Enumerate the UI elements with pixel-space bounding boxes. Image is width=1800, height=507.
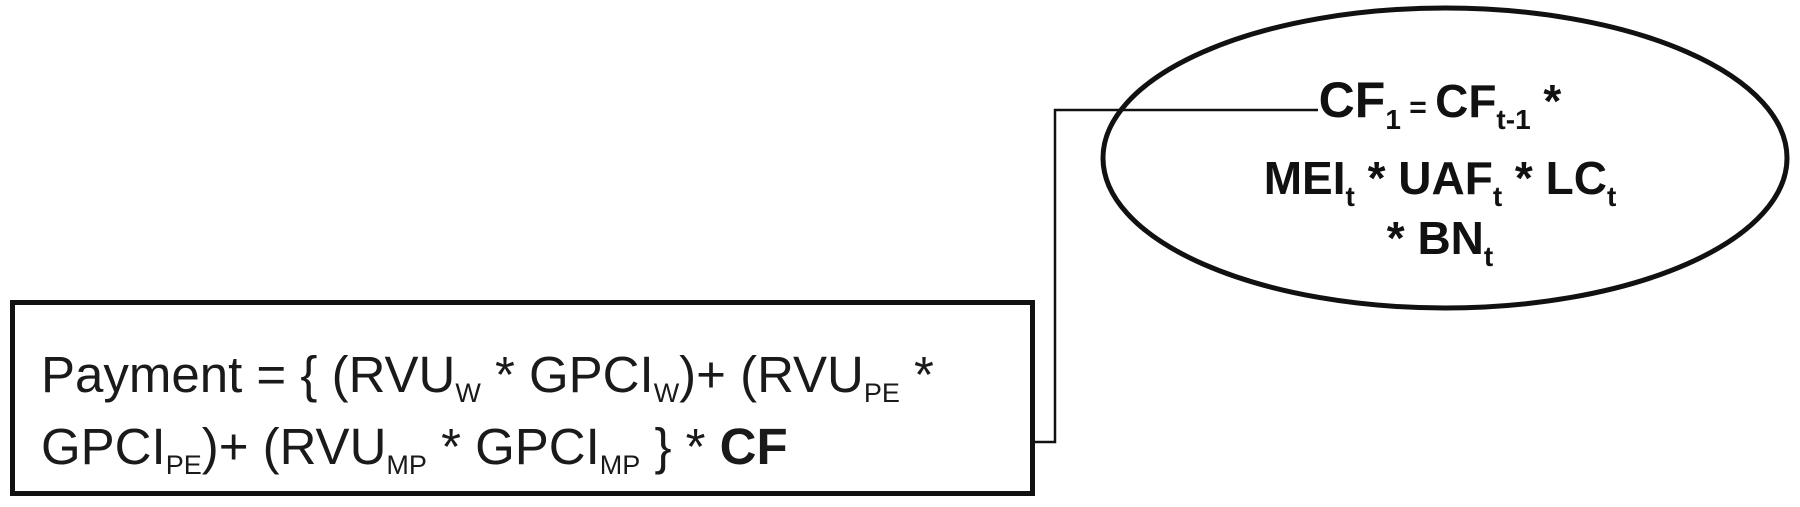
subscript-pe: PE: [863, 378, 900, 408]
mei-term: MEI: [1263, 152, 1346, 204]
payment-text: * GPCI: [426, 418, 600, 475]
payment-text: * GPCI: [480, 346, 654, 403]
payment-text: )+ (RVU: [201, 418, 387, 475]
subscript-t: t: [1606, 181, 1617, 212]
cf-formula-line-3: * BNt: [1140, 210, 1740, 271]
subscript-t: t: [1492, 181, 1503, 212]
subscript-pe: PE: [165, 450, 202, 480]
cf-term: CF: [1318, 72, 1386, 128]
cf-ellipse: [1100, 5, 1790, 311]
payment-formula-line-1: Payment = { (RVUW * GPCIW)+ (RVUPE *: [41, 345, 934, 408]
payment-text: *: [899, 346, 934, 403]
subscript-w: W: [653, 378, 680, 408]
equals-sign: =: [1400, 91, 1436, 124]
uaf-term: * UAF: [1354, 152, 1493, 204]
subscript-w: W: [455, 378, 481, 408]
payment-text: )+ (RVU: [679, 346, 864, 403]
cf-text: *: [1530, 75, 1562, 127]
payment-text-lead: Payment = { (RVU: [41, 346, 456, 403]
cf-previous-term: CF: [1435, 75, 1497, 127]
cf-formula-line-2: MEIt * UAFt * LCt: [1140, 150, 1740, 211]
cf-formula-line-1: CF1 = CFt-1 *: [1140, 72, 1740, 136]
subscript-t-minus-1: t-1: [1496, 104, 1531, 135]
subscript-1: 1: [1385, 104, 1401, 135]
payment-text: GPCI: [41, 418, 166, 475]
subscript-t: t: [1345, 181, 1355, 212]
payment-formula-line-2: GPCIPE)+ (RVUMP * GPCIMP } * CF: [41, 417, 788, 480]
lc-term: * LC: [1502, 152, 1607, 204]
subscript-t: t: [1483, 241, 1494, 272]
payment-formula-box: Payment = { (RVUW * GPCIW)+ (RVUPE * GPC…: [10, 300, 1035, 496]
subscript-mp: MP: [386, 450, 427, 480]
bn-term: * BN: [1386, 212, 1484, 264]
payment-cf-term: CF: [719, 418, 788, 475]
payment-text: } *: [640, 418, 720, 475]
subscript-mp: MP: [599, 450, 641, 480]
